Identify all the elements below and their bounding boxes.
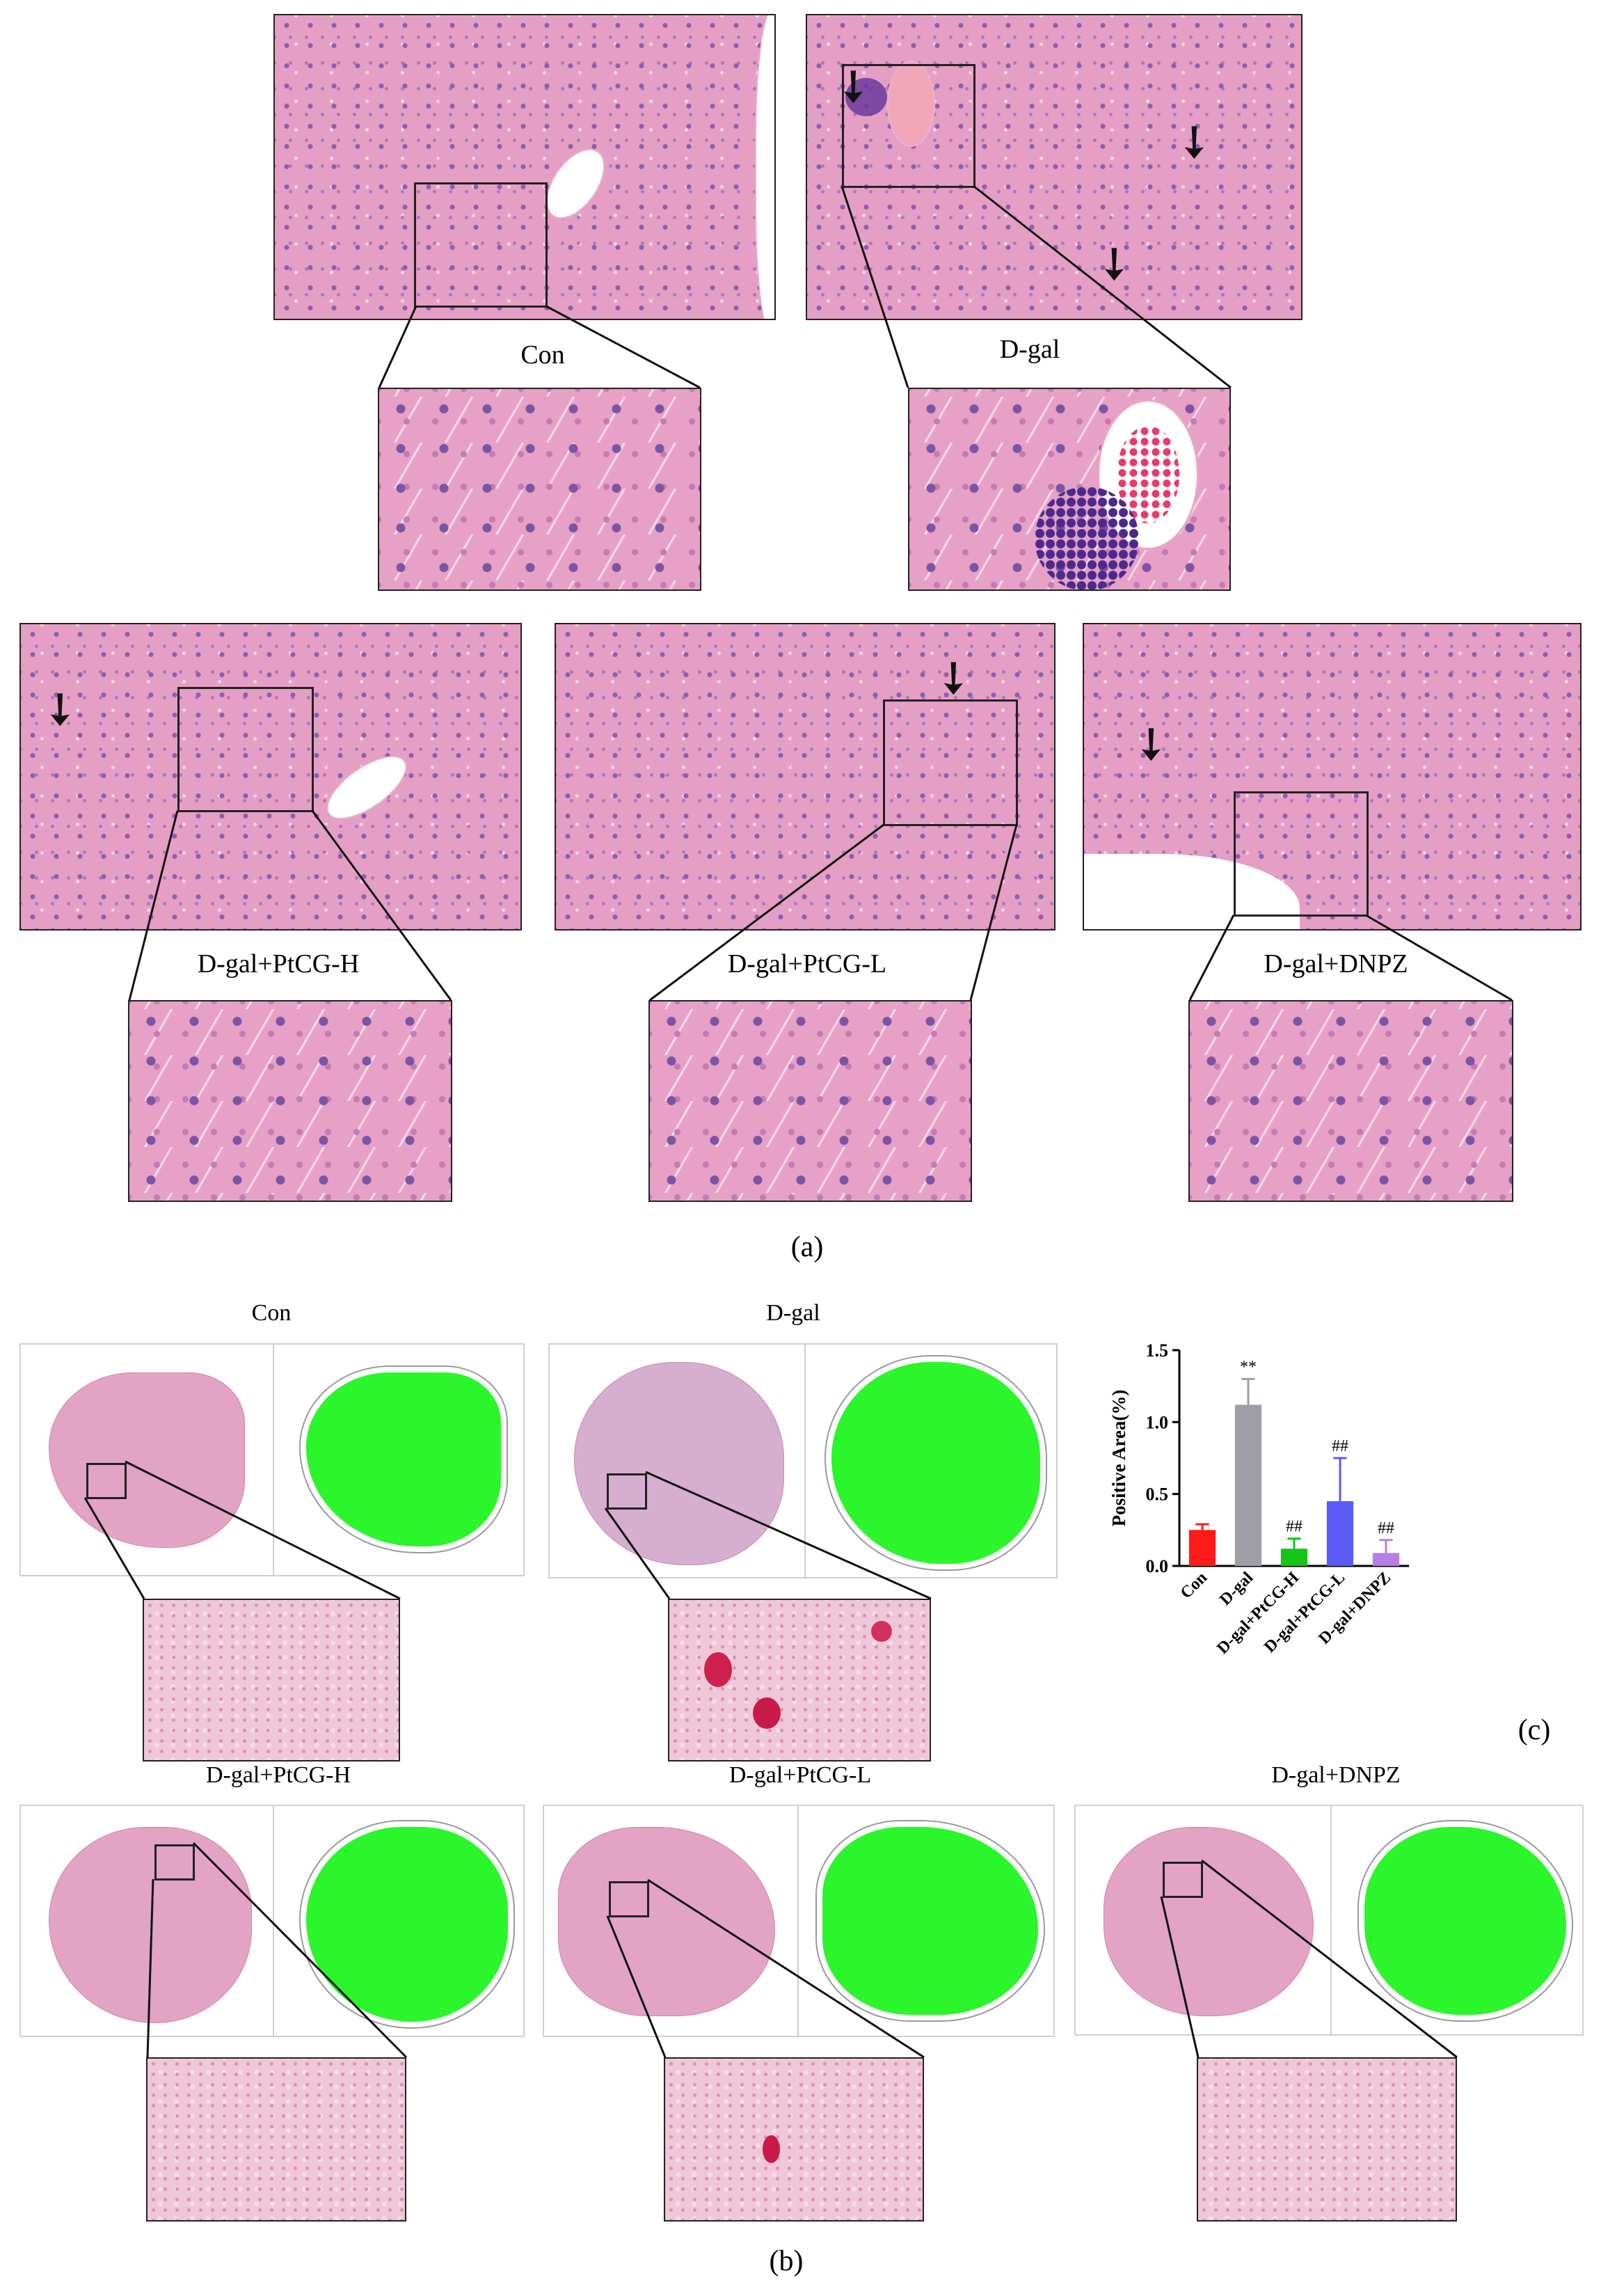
roi-box-dgal-ptcg-h	[177, 687, 314, 812]
wsi-dgal	[548, 1343, 1058, 1578]
wsi-title-dgal-ptcg-h: D-gal+PtCG-H	[205, 1762, 351, 1788]
wsi-zoom-dgal-ptcg-h	[146, 2057, 406, 2222]
collagen-deposit	[871, 1621, 892, 1642]
roi-box	[1163, 1862, 1203, 1898]
group-label-dgal-ptcg-h: D-gal+PtCG-H	[197, 949, 360, 979]
group-label-dgal: D-gal	[999, 335, 1060, 364]
y-tick-label: 1.0	[1146, 1412, 1169, 1432]
tissue-section	[574, 1362, 784, 1565]
micrograph-dgal-ptcg-l: ➘	[555, 623, 1056, 931]
wsi-dgal-dnpz	[1074, 1805, 1584, 2036]
zoom-micrograph-dgal	[908, 388, 1231, 591]
micrograph-dgal-dnpz: ➘	[1083, 623, 1582, 931]
bar	[1372, 1553, 1400, 1566]
collagen-deposit	[704, 1652, 732, 1687]
roi-box-dgal	[842, 64, 975, 188]
wsi-zoom-con	[143, 1599, 400, 1761]
tissue-section	[558, 1827, 775, 2016]
group-label-con: Con	[520, 340, 565, 370]
bar	[1326, 1501, 1354, 1566]
x-tick-label: D-gal+PtCG-L	[1261, 1569, 1348, 1656]
fibrosis-mask	[1364, 1827, 1566, 2015]
zoom-micrograph-dgal-ptcg-l	[648, 1000, 972, 1202]
roi-box-dgal-ptcg-l	[883, 699, 1018, 826]
panel-label-c: (c)	[1518, 1714, 1551, 1746]
zoom-micrograph-con	[378, 388, 701, 591]
panel-label-b: (b)	[769, 2245, 804, 2277]
wsi-title-con: Con	[251, 1300, 292, 1326]
y-tick-label: 0.5	[1146, 1485, 1169, 1505]
roi-box-dgal-dnpz	[1234, 791, 1369, 917]
wsi-title-dgal: D-gal	[766, 1300, 820, 1326]
group-label-dgal-ptcg-l: D-gal+PtCG-L	[727, 949, 887, 979]
significance-label: ##	[1286, 1518, 1303, 1536]
tissue-section	[49, 1372, 245, 1548]
roi-box-con	[414, 182, 548, 308]
wsi-title-dgal-ptcg-l: D-gal+PtCG-L	[728, 1762, 872, 1788]
wsi-dgal-ptcg-l	[543, 1805, 1055, 2037]
y-tick-label: 0.0	[1146, 1556, 1169, 1576]
fibrosis-mask	[831, 1362, 1040, 1564]
roi-box	[607, 1473, 647, 1510]
wsi-zoom-dgal-ptcg-l	[664, 2057, 924, 2222]
collagen-deposit	[753, 1697, 781, 1729]
micrograph-dgal-ptcg-h: ➘	[19, 623, 522, 931]
bar	[1188, 1530, 1216, 1566]
significance-label: **	[1240, 1358, 1257, 1376]
significance-label: ##	[1332, 1437, 1348, 1455]
roi-box	[154, 1844, 195, 1881]
roi-box	[86, 1463, 127, 1499]
collagen-deposit	[763, 2135, 780, 2163]
central-vein	[887, 61, 935, 147]
bar	[1280, 1549, 1308, 1566]
x-tick-label: D-gal+PtCG-H	[1213, 1569, 1303, 1658]
wsi-zoom-dgal-dnpz	[1197, 2057, 1457, 2222]
roi-box	[609, 1881, 649, 1917]
y-tick-label: 1.5	[1146, 1340, 1169, 1361]
wsi-title-dgal-dnpz: D-gal+DNPZ	[1271, 1762, 1401, 1788]
inflammatory-cell-cluster	[1035, 486, 1139, 589]
tissue-edge	[755, 15, 774, 319]
x-tick-label: D-gal	[1216, 1569, 1257, 1609]
panel-label-a: (a)	[790, 1231, 824, 1263]
fibrosis-mask	[306, 1372, 501, 1546]
micrograph-con	[273, 14, 776, 320]
tissue-section	[1104, 1827, 1314, 2016]
inflammatory-cell-cluster	[845, 78, 887, 116]
y-axis-label: Positive Area(%)	[1108, 1390, 1129, 1527]
bar	[1234, 1404, 1262, 1566]
significance-label: ##	[1378, 1519, 1394, 1537]
wsi-con	[19, 1343, 525, 1576]
fibrosis-mask	[822, 1827, 1038, 2015]
x-tick-label: Con	[1177, 1569, 1211, 1603]
group-label-dgal-dnpz: D-gal+DNPZ	[1264, 949, 1408, 979]
zoom-micrograph-dgal-dnpz	[1188, 1000, 1513, 1202]
wsi-zoom-dgal	[668, 1599, 931, 1761]
zoom-micrograph-dgal-ptcg-h	[128, 1000, 452, 1202]
micrograph-dgal: ➘ ➘ ➘	[806, 14, 1303, 320]
